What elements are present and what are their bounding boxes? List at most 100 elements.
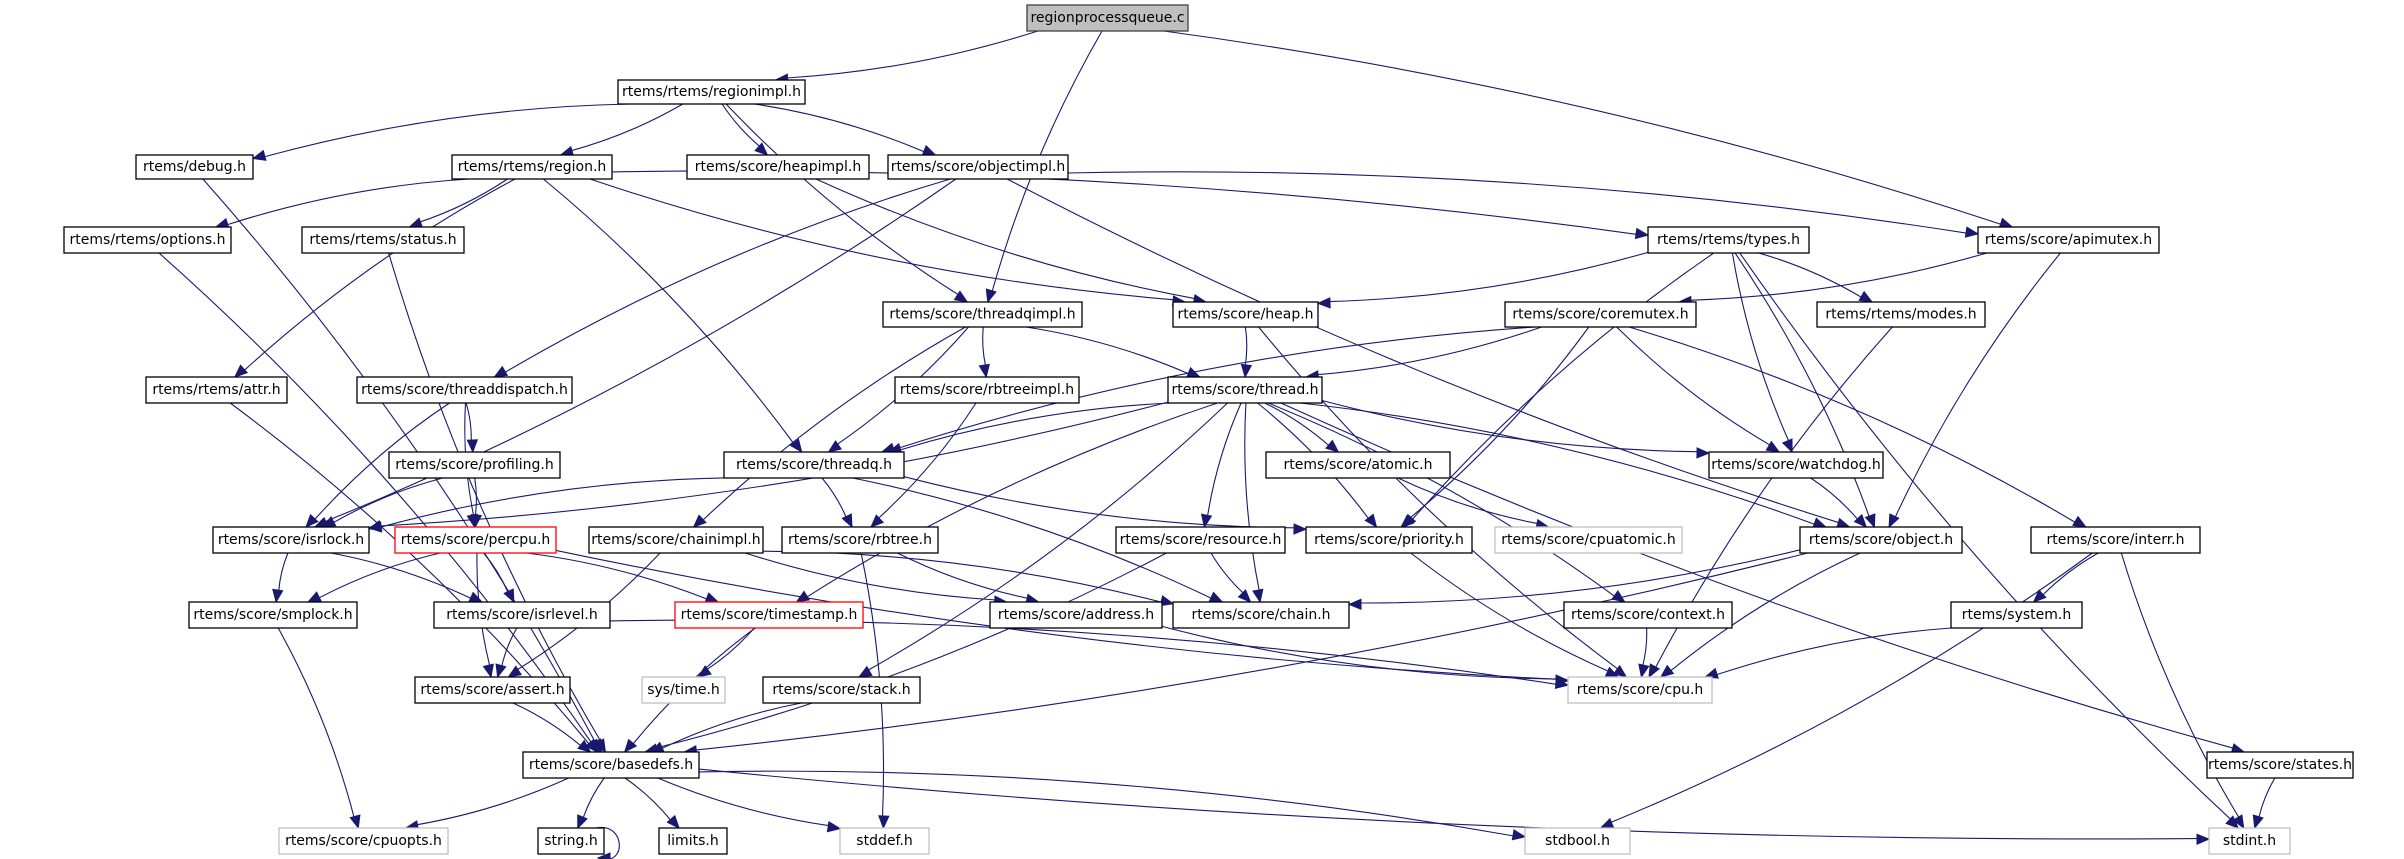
node-box[interactable] bbox=[781, 526, 939, 554]
node-limits[interactable]: limits.h bbox=[658, 827, 728, 855]
node-box[interactable] bbox=[658, 827, 728, 855]
node-heap[interactable]: rtems/score/heap.h bbox=[1172, 301, 1319, 328]
node-box[interactable] bbox=[1647, 226, 1810, 254]
node-rbtree[interactable]: rtems/score/rbtree.h bbox=[781, 526, 939, 554]
node-string[interactable]: string.h bbox=[537, 827, 605, 855]
node-cpuatomic[interactable]: rtems/score/cpuatomic.h bbox=[1494, 526, 1683, 554]
node-cpu[interactable]: rtems/score/cpu.h bbox=[1567, 676, 1713, 704]
node-box[interactable] bbox=[1172, 301, 1319, 328]
node-resource[interactable]: rtems/score/resource.h bbox=[1115, 526, 1286, 554]
node-box[interactable] bbox=[894, 376, 1080, 404]
node-box[interactable] bbox=[1172, 601, 1350, 629]
node-watchdog[interactable]: rtems/score/watchdog.h bbox=[1708, 451, 1884, 479]
node-box[interactable] bbox=[1026, 4, 1189, 32]
node-box[interactable] bbox=[356, 376, 573, 404]
node-box[interactable] bbox=[301, 226, 465, 254]
node-box[interactable] bbox=[188, 601, 358, 629]
node-box[interactable] bbox=[1115, 526, 1286, 554]
node-box[interactable] bbox=[451, 154, 613, 180]
node-root[interactable]: regionprocessqueue.c bbox=[1026, 4, 1189, 32]
node-box[interactable] bbox=[887, 154, 1069, 180]
node-box[interactable] bbox=[278, 827, 449, 855]
node-debug[interactable]: rtems/debug.h bbox=[135, 154, 254, 180]
node-box[interactable] bbox=[1708, 451, 1884, 479]
node-box[interactable] bbox=[212, 526, 370, 554]
node-box[interactable] bbox=[674, 601, 864, 629]
node-threadq[interactable]: rtems/score/threadq.h bbox=[723, 451, 905, 479]
node-attr[interactable]: rtems/rtems/attr.h bbox=[145, 376, 288, 404]
node-box[interactable] bbox=[1799, 526, 1963, 554]
node-box[interactable] bbox=[433, 601, 611, 629]
node-types[interactable]: rtems/rtems/types.h bbox=[1647, 226, 1810, 254]
node-box[interactable] bbox=[723, 451, 905, 479]
node-box[interactable] bbox=[394, 526, 557, 554]
node-box[interactable] bbox=[641, 676, 726, 704]
node-context[interactable]: rtems/score/context.h bbox=[1563, 601, 1733, 629]
node-box[interactable] bbox=[537, 827, 605, 855]
node-box[interactable] bbox=[1563, 601, 1733, 629]
node-box[interactable] bbox=[1504, 301, 1697, 328]
node-box[interactable] bbox=[989, 601, 1163, 629]
node-profiling[interactable]: rtems/score/profiling.h bbox=[388, 451, 561, 479]
node-box[interactable] bbox=[63, 226, 232, 254]
node-atomic[interactable]: rtems/score/atomic.h bbox=[1265, 451, 1451, 479]
node-cpuopts[interactable]: rtems/score/cpuopts.h bbox=[278, 827, 449, 855]
node-states[interactable]: rtems/score/states.h bbox=[2206, 751, 2354, 779]
node-apimutex[interactable]: rtems/score/apimutex.h bbox=[1977, 226, 2160, 254]
node-address[interactable]: rtems/score/address.h bbox=[989, 601, 1163, 629]
node-box[interactable] bbox=[1305, 526, 1473, 554]
node-basedefs[interactable]: rtems/score/basedefs.h bbox=[522, 751, 700, 779]
node-box[interactable] bbox=[2030, 526, 2201, 554]
node-isrlock[interactable]: rtems/score/isrlock.h bbox=[212, 526, 370, 554]
node-regionimpl[interactable]: rtems/rtems/regionimpl.h bbox=[617, 79, 806, 105]
node-system[interactable]: rtems/system.h bbox=[1950, 601, 2083, 629]
node-isrlevel[interactable]: rtems/score/isrlevel.h bbox=[433, 601, 611, 629]
node-box[interactable] bbox=[617, 79, 806, 105]
node-percpu[interactable]: rtems/score/percpu.h bbox=[394, 526, 557, 554]
node-box[interactable] bbox=[686, 154, 870, 180]
node-status[interactable]: rtems/rtems/status.h bbox=[301, 226, 465, 254]
node-options[interactable]: rtems/rtems/options.h bbox=[63, 226, 232, 254]
node-smplock[interactable]: rtems/score/smplock.h bbox=[188, 601, 358, 629]
node-stddef[interactable]: stddef.h bbox=[839, 827, 930, 855]
node-box[interactable] bbox=[1977, 226, 2160, 254]
node-box[interactable] bbox=[839, 827, 930, 855]
node-assert[interactable]: rtems/score/assert.h bbox=[414, 676, 571, 704]
node-chainimpl[interactable]: rtems/score/chainimpl.h bbox=[588, 526, 764, 554]
node-objectimpl[interactable]: rtems/score/objectimpl.h bbox=[887, 154, 1069, 180]
node-modes[interactable]: rtems/rtems/modes.h bbox=[1816, 301, 1986, 328]
node-stdbool[interactable]: stdbool.h bbox=[1524, 827, 1631, 855]
node-box[interactable] bbox=[1494, 526, 1683, 554]
node-priority[interactable]: rtems/score/priority.h bbox=[1305, 526, 1473, 554]
node-coremutex[interactable]: rtems/score/coremutex.h bbox=[1504, 301, 1697, 328]
node-box[interactable] bbox=[522, 751, 700, 779]
node-box[interactable] bbox=[588, 526, 764, 554]
node-box[interactable] bbox=[1816, 301, 1986, 328]
node-box[interactable] bbox=[1567, 676, 1713, 704]
node-box[interactable] bbox=[2208, 827, 2291, 855]
node-timestamp[interactable]: rtems/score/timestamp.h bbox=[674, 601, 864, 629]
node-stdint[interactable]: stdint.h bbox=[2208, 827, 2291, 855]
node-thread[interactable]: rtems/score/thread.h bbox=[1167, 376, 1323, 404]
node-box[interactable] bbox=[135, 154, 254, 180]
node-interr[interactable]: rtems/score/interr.h bbox=[2030, 526, 2201, 554]
node-stack[interactable]: rtems/score/stack.h bbox=[762, 676, 921, 704]
node-box[interactable] bbox=[2206, 751, 2354, 779]
node-box[interactable] bbox=[388, 451, 561, 479]
node-chain[interactable]: rtems/score/chain.h bbox=[1172, 601, 1350, 629]
node-systime[interactable]: sys/time.h bbox=[641, 676, 726, 704]
node-heapimpl[interactable]: rtems/score/heapimpl.h bbox=[686, 154, 870, 180]
node-object[interactable]: rtems/score/object.h bbox=[1799, 526, 1963, 554]
node-threaddispatch[interactable]: rtems/score/threaddispatch.h bbox=[356, 376, 573, 404]
node-box[interactable] bbox=[1265, 451, 1451, 479]
node-box[interactable] bbox=[1950, 601, 2083, 629]
node-rbtreeimpl[interactable]: rtems/score/rbtreeimpl.h bbox=[894, 376, 1080, 404]
node-box[interactable] bbox=[414, 676, 571, 704]
node-box[interactable] bbox=[1524, 827, 1631, 855]
node-region[interactable]: rtems/rtems/region.h bbox=[451, 154, 613, 180]
node-box[interactable] bbox=[1167, 376, 1323, 404]
node-box[interactable] bbox=[762, 676, 921, 704]
node-box[interactable] bbox=[145, 376, 288, 404]
node-box[interactable] bbox=[882, 301, 1083, 328]
node-threadqimpl[interactable]: rtems/score/threadqimpl.h bbox=[882, 301, 1083, 328]
